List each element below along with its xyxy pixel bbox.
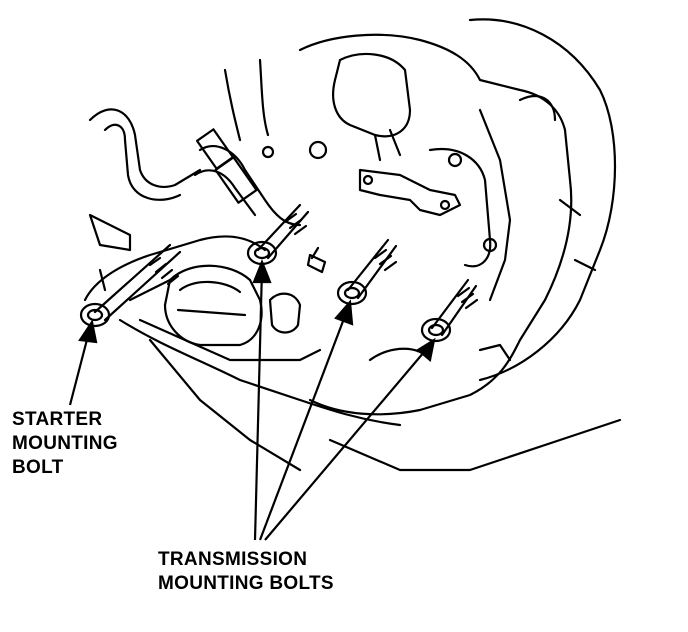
transmission-bolt-3 bbox=[420, 278, 479, 343]
starter-label-line-3: BOLT bbox=[12, 457, 64, 478]
bracket-hole-2 bbox=[439, 199, 451, 211]
trans-leader-2 bbox=[258, 307, 350, 541]
starter-label-line-2: MOUNTING bbox=[12, 433, 118, 454]
mount-stud bbox=[268, 292, 302, 334]
housing-bolt-2 bbox=[482, 237, 498, 253]
trans-leader-1 bbox=[253, 267, 264, 541]
oil-pan-edge bbox=[328, 418, 622, 472]
upper-hose bbox=[223, 58, 270, 142]
engine-block bbox=[83, 235, 267, 302]
leader-lines bbox=[68, 259, 436, 541]
transmission-mounting-bolts-label: TRANSMISSION MOUNTING BOLTS bbox=[158, 548, 334, 596]
mount-base bbox=[128, 278, 322, 362]
transmission-bolt-2 bbox=[336, 238, 398, 306]
bracket bbox=[358, 168, 462, 217]
housing-edge bbox=[478, 108, 512, 302]
hose-clamp-2 bbox=[195, 128, 235, 170]
detail-lines bbox=[88, 213, 512, 362]
trans-label-line-1: TRANSMISSION bbox=[158, 549, 308, 570]
housing-flange bbox=[428, 147, 492, 268]
engine-mount-inner bbox=[176, 280, 247, 317]
small-stud bbox=[306, 246, 327, 274]
trans-leader-3 bbox=[264, 344, 431, 541]
starter-label-line-1: STARTER bbox=[12, 409, 103, 430]
detail-lines-2 bbox=[518, 94, 597, 272]
trans-arrowhead-2 bbox=[334, 299, 354, 326]
starter-mounting-bolt-label: STARTER MOUNTING BOLT bbox=[12, 408, 118, 480]
hose-bend-inner bbox=[103, 123, 182, 201]
engine-lower-edge bbox=[118, 318, 402, 427]
housing-bolt-4 bbox=[308, 140, 328, 160]
lower-hose-2 bbox=[193, 169, 257, 217]
engine-lower-edge-2 bbox=[148, 338, 302, 472]
lower-hose bbox=[198, 144, 302, 227]
housing-bolt bbox=[447, 152, 463, 168]
bracket-hole bbox=[362, 174, 374, 186]
transmission-bolt-1 bbox=[246, 203, 310, 266]
engine-mount bbox=[163, 264, 263, 347]
transmission-housing-right bbox=[468, 18, 617, 382]
trans-arrowhead-1 bbox=[252, 259, 272, 284]
starter-arrowhead bbox=[78, 319, 98, 344]
housing-bolt-3 bbox=[261, 145, 275, 159]
transmission-housing bbox=[298, 33, 573, 416]
trans-label-line-2: MOUNTING BOLTS bbox=[158, 573, 334, 594]
starter-bolt bbox=[79, 243, 182, 328]
hose-bend bbox=[88, 108, 202, 188]
top-mechanism bbox=[332, 53, 412, 138]
trans-arrowhead-3 bbox=[416, 337, 436, 363]
top-link bbox=[373, 128, 402, 162]
